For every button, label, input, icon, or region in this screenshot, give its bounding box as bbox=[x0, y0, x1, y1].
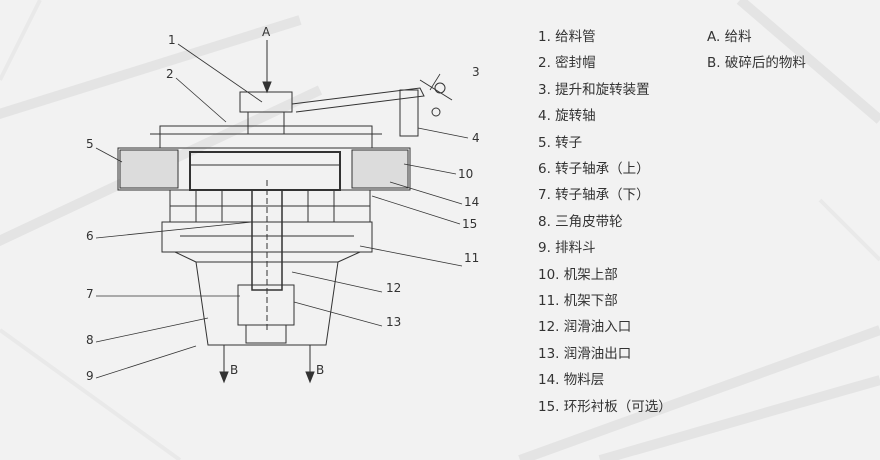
callout-10: 10 bbox=[458, 167, 473, 181]
legend-item: 6. 转子轴承（上） bbox=[538, 161, 650, 178]
legend-item: 7. 转子轴承（下） bbox=[538, 187, 650, 204]
legend-item: 11. 机架下部 bbox=[538, 293, 618, 310]
legend-flow: A. 给料 B. 破碎后的物料 bbox=[707, 24, 806, 77]
flow-label-output-left: B bbox=[230, 363, 238, 377]
top-lid bbox=[159, 125, 373, 149]
crusher-diagram: 1 2 3 4 5 10 14 15 6 11 12 7 13 8 9 A B … bbox=[86, 25, 480, 384]
discharge-hopper bbox=[195, 261, 339, 346]
callout-8: 8 bbox=[86, 333, 94, 347]
callout-13: 13 bbox=[386, 315, 401, 329]
callout-12: 12 bbox=[386, 281, 401, 295]
legend-item: 8. 三角皮带轮 bbox=[538, 213, 623, 230]
legend-item: B. 破碎后的物料 bbox=[707, 55, 806, 72]
lining-blocks bbox=[169, 189, 371, 223]
feed-tube bbox=[239, 91, 293, 113]
legend-item: 5. 转子 bbox=[538, 134, 583, 151]
callout-7: 7 bbox=[86, 287, 94, 301]
material-layer-right bbox=[351, 149, 409, 189]
callout-11: 11 bbox=[464, 251, 479, 265]
legend-item: 13. 润滑油出口 bbox=[538, 345, 632, 362]
legend-item: 4. 旋转轴 bbox=[538, 108, 596, 125]
legend-item: A. 给料 bbox=[707, 29, 752, 45]
material-layer-left bbox=[119, 149, 179, 189]
callout-14: 14 bbox=[464, 195, 479, 209]
leader-lines bbox=[95, 43, 469, 379]
flow-label-output-right: B bbox=[316, 363, 324, 377]
legend-item: 3. 提升和旋转装置 bbox=[538, 81, 650, 98]
callout-2: 2 bbox=[166, 67, 174, 81]
legend-item: 15. 环形衬板（可选） bbox=[538, 398, 672, 415]
legend-item: 12. 润滑油入口 bbox=[538, 319, 632, 336]
legend-parts: 1. 给料管 2. 密封帽 3. 提升和旋转装置 4. 旋转轴 5. 转子 6.… bbox=[538, 24, 672, 420]
legend-item: 9. 排料斗 bbox=[538, 240, 596, 257]
legend-item: 10. 机架上部 bbox=[538, 266, 618, 283]
lower-bearing bbox=[237, 284, 295, 326]
lifting-arm bbox=[291, 87, 425, 113]
legend-item: 14. 物料层 bbox=[538, 372, 605, 389]
rotor bbox=[189, 151, 341, 191]
callout-4: 4 bbox=[472, 131, 480, 145]
callout-5: 5 bbox=[86, 137, 94, 151]
callout-3: 3 bbox=[472, 65, 480, 79]
legend-item: 2. 密封帽 bbox=[538, 55, 596, 72]
callout-6: 6 bbox=[86, 229, 94, 243]
flow-label-feed: A bbox=[262, 25, 271, 39]
legend-item: 1. 给料管 bbox=[538, 29, 596, 45]
callout-9: 9 bbox=[86, 369, 94, 383]
callout-1: 1 bbox=[168, 33, 176, 47]
callout-15: 15 bbox=[462, 217, 477, 231]
crusher-drawing bbox=[117, 40, 453, 384]
